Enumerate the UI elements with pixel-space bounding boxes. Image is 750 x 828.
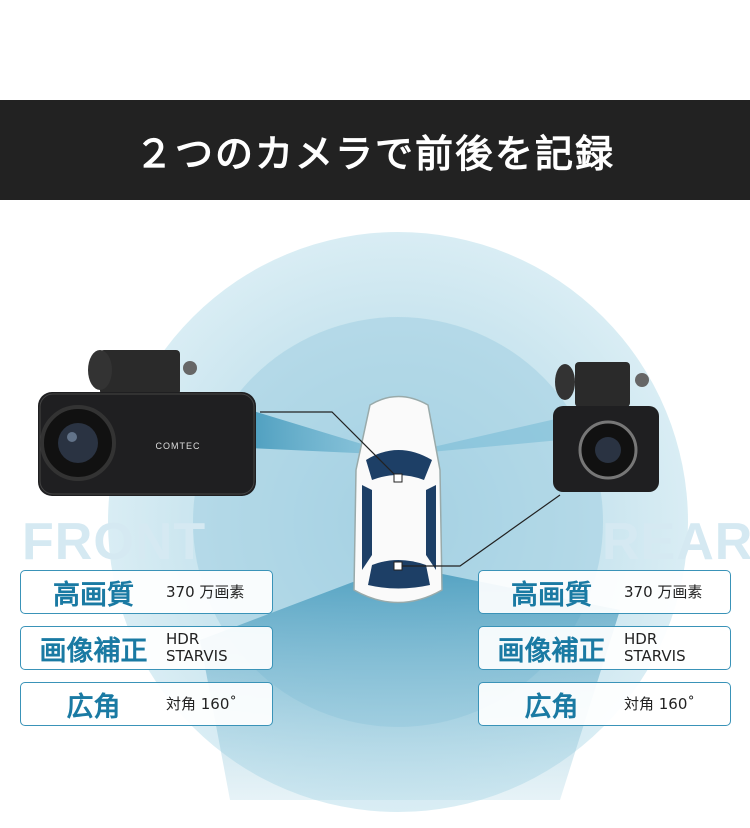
spec-value: 370 万画素 bbox=[166, 582, 245, 601]
front-spec-wide-angle: 広角 対角 160˚ bbox=[20, 682, 273, 726]
rear-view-wedge bbox=[200, 565, 620, 800]
spec-value: 対角 160˚ bbox=[624, 694, 695, 713]
front-camera: COMTEC bbox=[38, 350, 256, 496]
front-view-wedge-right bbox=[398, 418, 560, 455]
front-label: FRONT bbox=[22, 513, 207, 571]
spec-key: 高画質 bbox=[511, 579, 592, 611]
front-spec-resolution: 高画質 370 万画素 bbox=[20, 570, 273, 614]
spec-key: 高画質 bbox=[53, 579, 134, 611]
camera-logo: COMTEC bbox=[156, 441, 201, 451]
rear-spec-resolution: 高画質 370 万画素 bbox=[478, 570, 731, 614]
rear-label: REAR bbox=[602, 513, 750, 571]
spec-value-line: STARVIS bbox=[166, 647, 228, 665]
spec-key: 広角 bbox=[66, 691, 121, 723]
rear-spec-wide-angle: 広角 対角 160˚ bbox=[478, 682, 731, 726]
rear-camera bbox=[553, 362, 659, 492]
page-title: ２つのカメラで前後を記録 bbox=[0, 100, 750, 200]
spec-value: 対角 160˚ bbox=[166, 694, 237, 713]
spec-key: 広角 bbox=[524, 691, 579, 723]
spec-key: 画像補正 bbox=[39, 635, 148, 667]
car-top-view bbox=[353, 395, 443, 604]
spec-value-line: STARVIS bbox=[624, 647, 686, 665]
spec-value: 370 万画素 bbox=[624, 582, 703, 601]
spec-key: 画像補正 bbox=[497, 635, 606, 667]
rear-leader-line bbox=[398, 494, 561, 567]
spec-value-line: HDR bbox=[166, 630, 200, 648]
front-leader-line bbox=[260, 411, 399, 479]
spec-value-line: HDR bbox=[624, 630, 658, 648]
